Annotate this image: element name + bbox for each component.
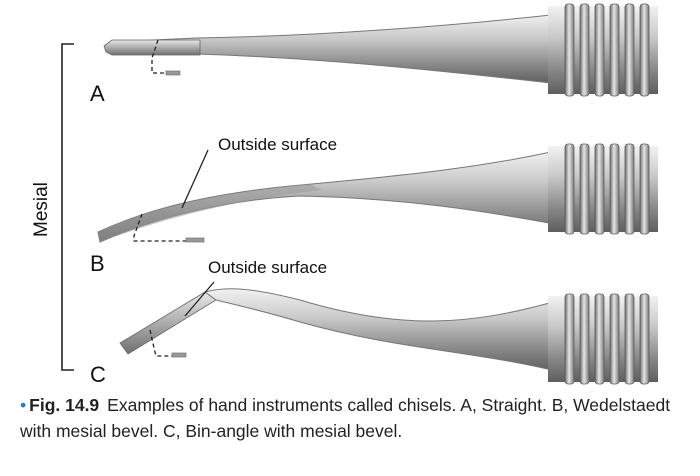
letter-b: B <box>90 251 105 276</box>
instrument-b-wedelstaedt-chisel <box>97 143 658 243</box>
chisels-illustration: Mesial A <box>31 3 658 387</box>
caption-text: Examples of hand instruments called chis… <box>20 395 671 441</box>
annotation-outside-surface-b: Outside surface <box>218 135 337 154</box>
letter-a: A <box>90 81 105 106</box>
mesial-bracket <box>61 43 74 371</box>
instrument-a-straight-chisel <box>103 3 658 97</box>
figure-number: Fig. 14.9 <box>29 395 100 415</box>
instrument-c-bin-angle-chisel <box>119 281 658 385</box>
side-label-mesial: Mesial <box>31 182 52 237</box>
caption-bullet: • <box>20 395 27 415</box>
letter-c: C <box>90 362 106 387</box>
annotation-outside-surface-c: Outside surface <box>208 258 327 277</box>
